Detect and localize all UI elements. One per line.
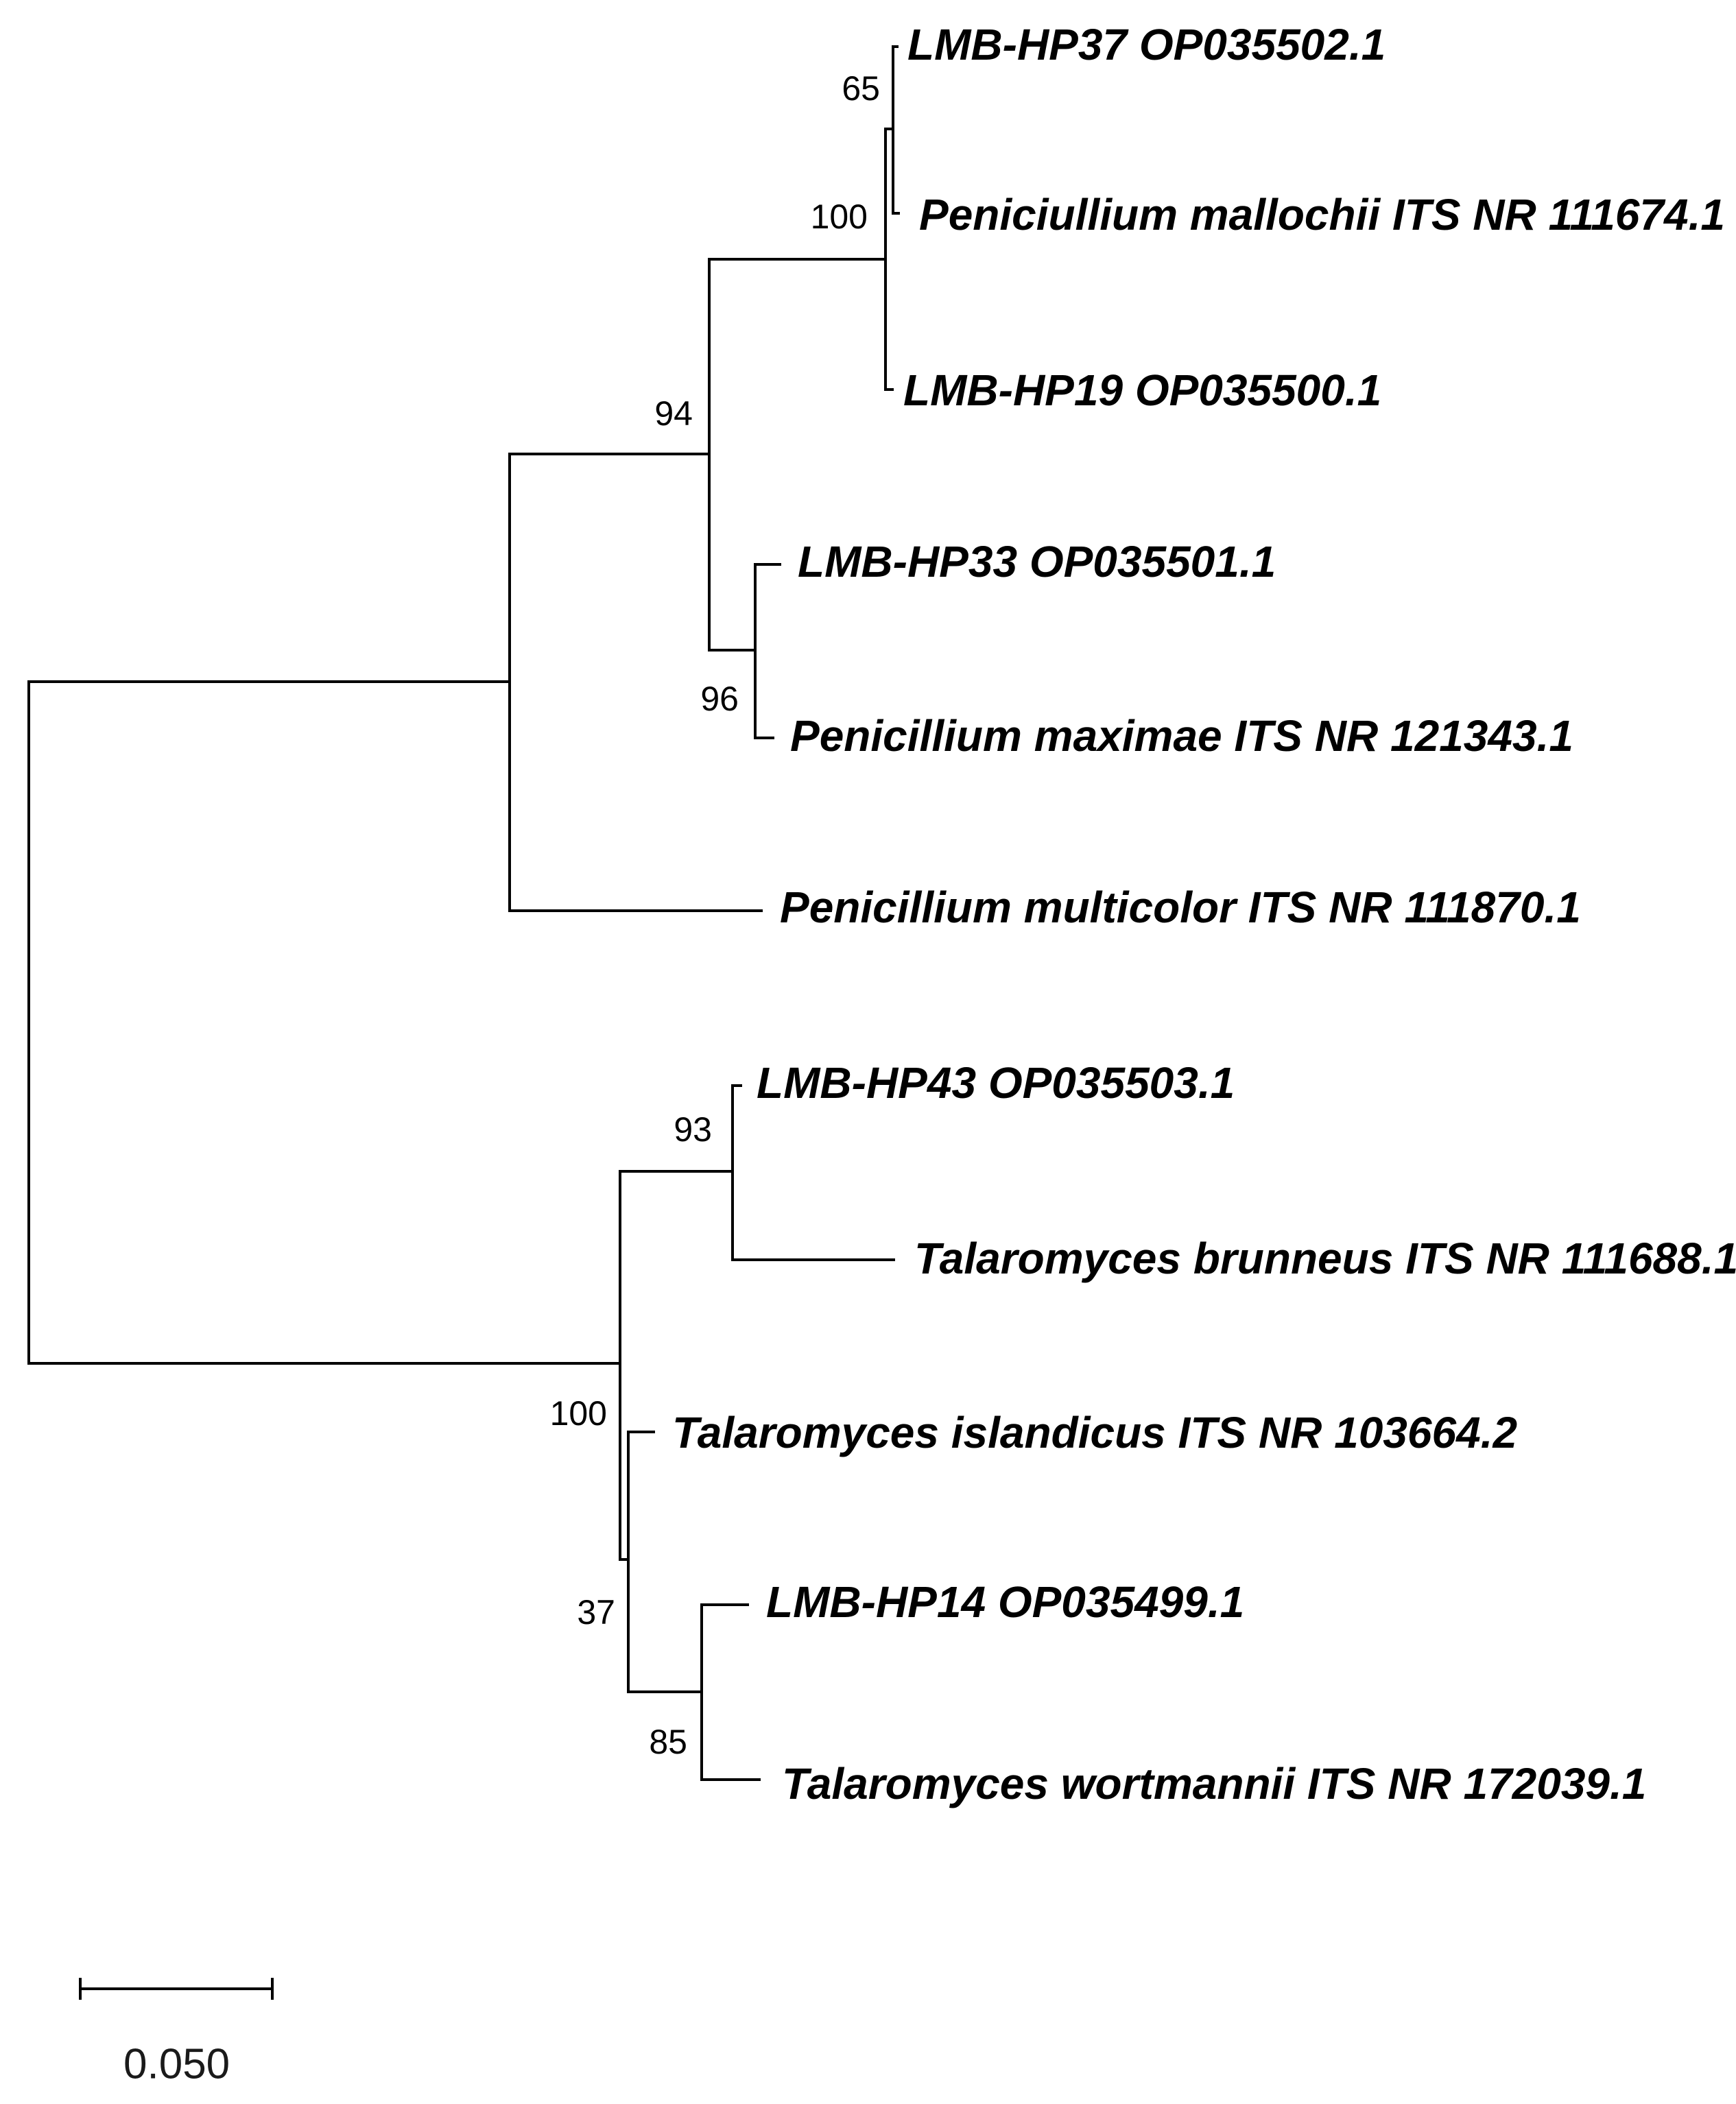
scale-bar-label: 0.050 [123,2040,230,2088]
taxon-label: Talaromyces islandicus ITS NR 103664.2 [672,1408,1517,1457]
bootstrap-value-label: 96 [700,680,739,718]
taxon-label: LMB-HP33 OP035501.1 [798,537,1276,586]
bootstrap-value-label: 37 [577,1593,615,1631]
bootstrap-value-label: 93 [674,1110,712,1149]
bootstrap-value-label: 100 [550,1394,607,1433]
taxon-label: Talaromyces wortmannii ITS NR 172039.1 [782,1759,1646,1808]
bootstrap-value-label: 65 [842,69,880,108]
bootstrap-value-label: 85 [649,1723,687,1761]
taxon-label: LMB-HP19 OP035500.1 [903,366,1381,415]
bootstrap-value-label: 94 [654,394,693,433]
taxon-label: LMB-HP37 OP035502.1 [907,20,1386,69]
taxon-label: Peniciullium mallochii ITS NR 111674.1 [919,190,1725,239]
taxon-label: LMB-HP43 OP035503.1 [757,1058,1235,1108]
taxon-label: Penicillium multicolor ITS NR 111870.1 [780,883,1581,932]
taxon-label: Talaromyces brunneus ITS NR 111688.1 [914,1234,1736,1283]
taxon-label: Penicillium maximae ITS NR 121343.1 [790,711,1573,761]
bootstrap-value-label: 100 [811,198,868,236]
taxon-label: LMB-HP14 OP035499.1 [766,1577,1244,1627]
